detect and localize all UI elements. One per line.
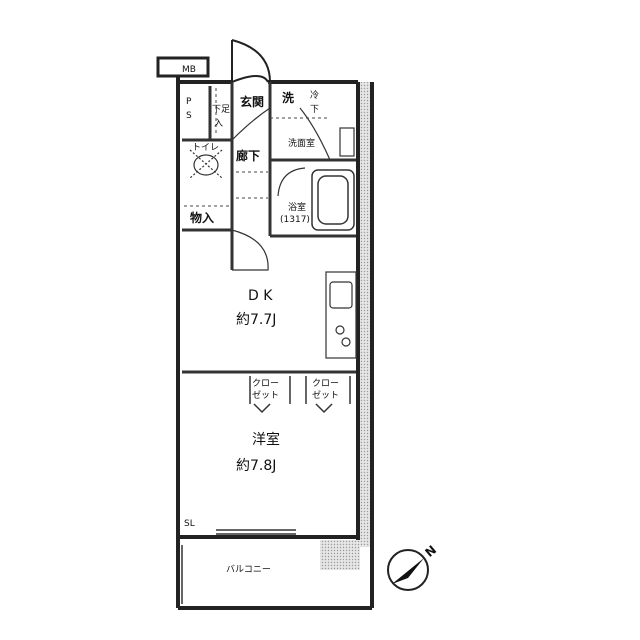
wash-basin [339, 127, 355, 157]
shoe-label-2: 入 [214, 118, 223, 129]
toilet-fixture [189, 149, 223, 179]
bathtub [311, 169, 355, 231]
closet-b-line2: ゼット [312, 389, 339, 401]
closet-doors [249, 376, 351, 414]
ps-label-p: P [186, 97, 192, 107]
compass-arrow-icon [392, 558, 424, 584]
washer-label: 洗 [282, 90, 294, 105]
storage-label: 物入 [190, 210, 214, 225]
bath-label: 浴室 [288, 201, 306, 213]
western-room-area: 約7.8J [236, 458, 276, 474]
door-arcs [231, 107, 331, 271]
mb-label: MB [182, 65, 196, 75]
entrance-label: 玄関 [240, 94, 264, 109]
dashed-lines [184, 88, 330, 207]
closet-a-line2: ゼット [252, 389, 279, 401]
dk-label: D K [248, 288, 273, 304]
sl-label: SL [184, 519, 195, 529]
shoe-label-1: 下足 [212, 104, 230, 115]
shelf-bottom-label: 下 [310, 105, 319, 115]
compass-north-label: N [422, 543, 439, 560]
exterior-shade-right [358, 82, 372, 547]
entrance-door [231, 39, 271, 84]
corridor-label: 廊下 [236, 148, 260, 163]
ps-label-s: S [186, 111, 192, 121]
exterior-shade-balcony [320, 540, 360, 570]
closet-b-line1: クロー [312, 378, 339, 389]
interior-walls [182, 82, 356, 374]
compass: N [387, 543, 439, 591]
kitchen-counter [325, 271, 357, 359]
dk-area: 約7.7J [236, 312, 276, 328]
bath-size: (1317) [280, 215, 310, 225]
toilet-label: トイレ [192, 143, 219, 153]
mb-box [156, 56, 210, 78]
western-room-label: 洋室 [252, 431, 280, 448]
closet-a-line1: クロー [252, 378, 279, 389]
outer-walls [176, 76, 374, 610]
washroom-label: 洗面室 [288, 137, 315, 149]
balcony-label: バルコニー [226, 564, 271, 575]
balcony-windows [216, 529, 296, 535]
shelf-top-label: 冷 [310, 89, 319, 101]
